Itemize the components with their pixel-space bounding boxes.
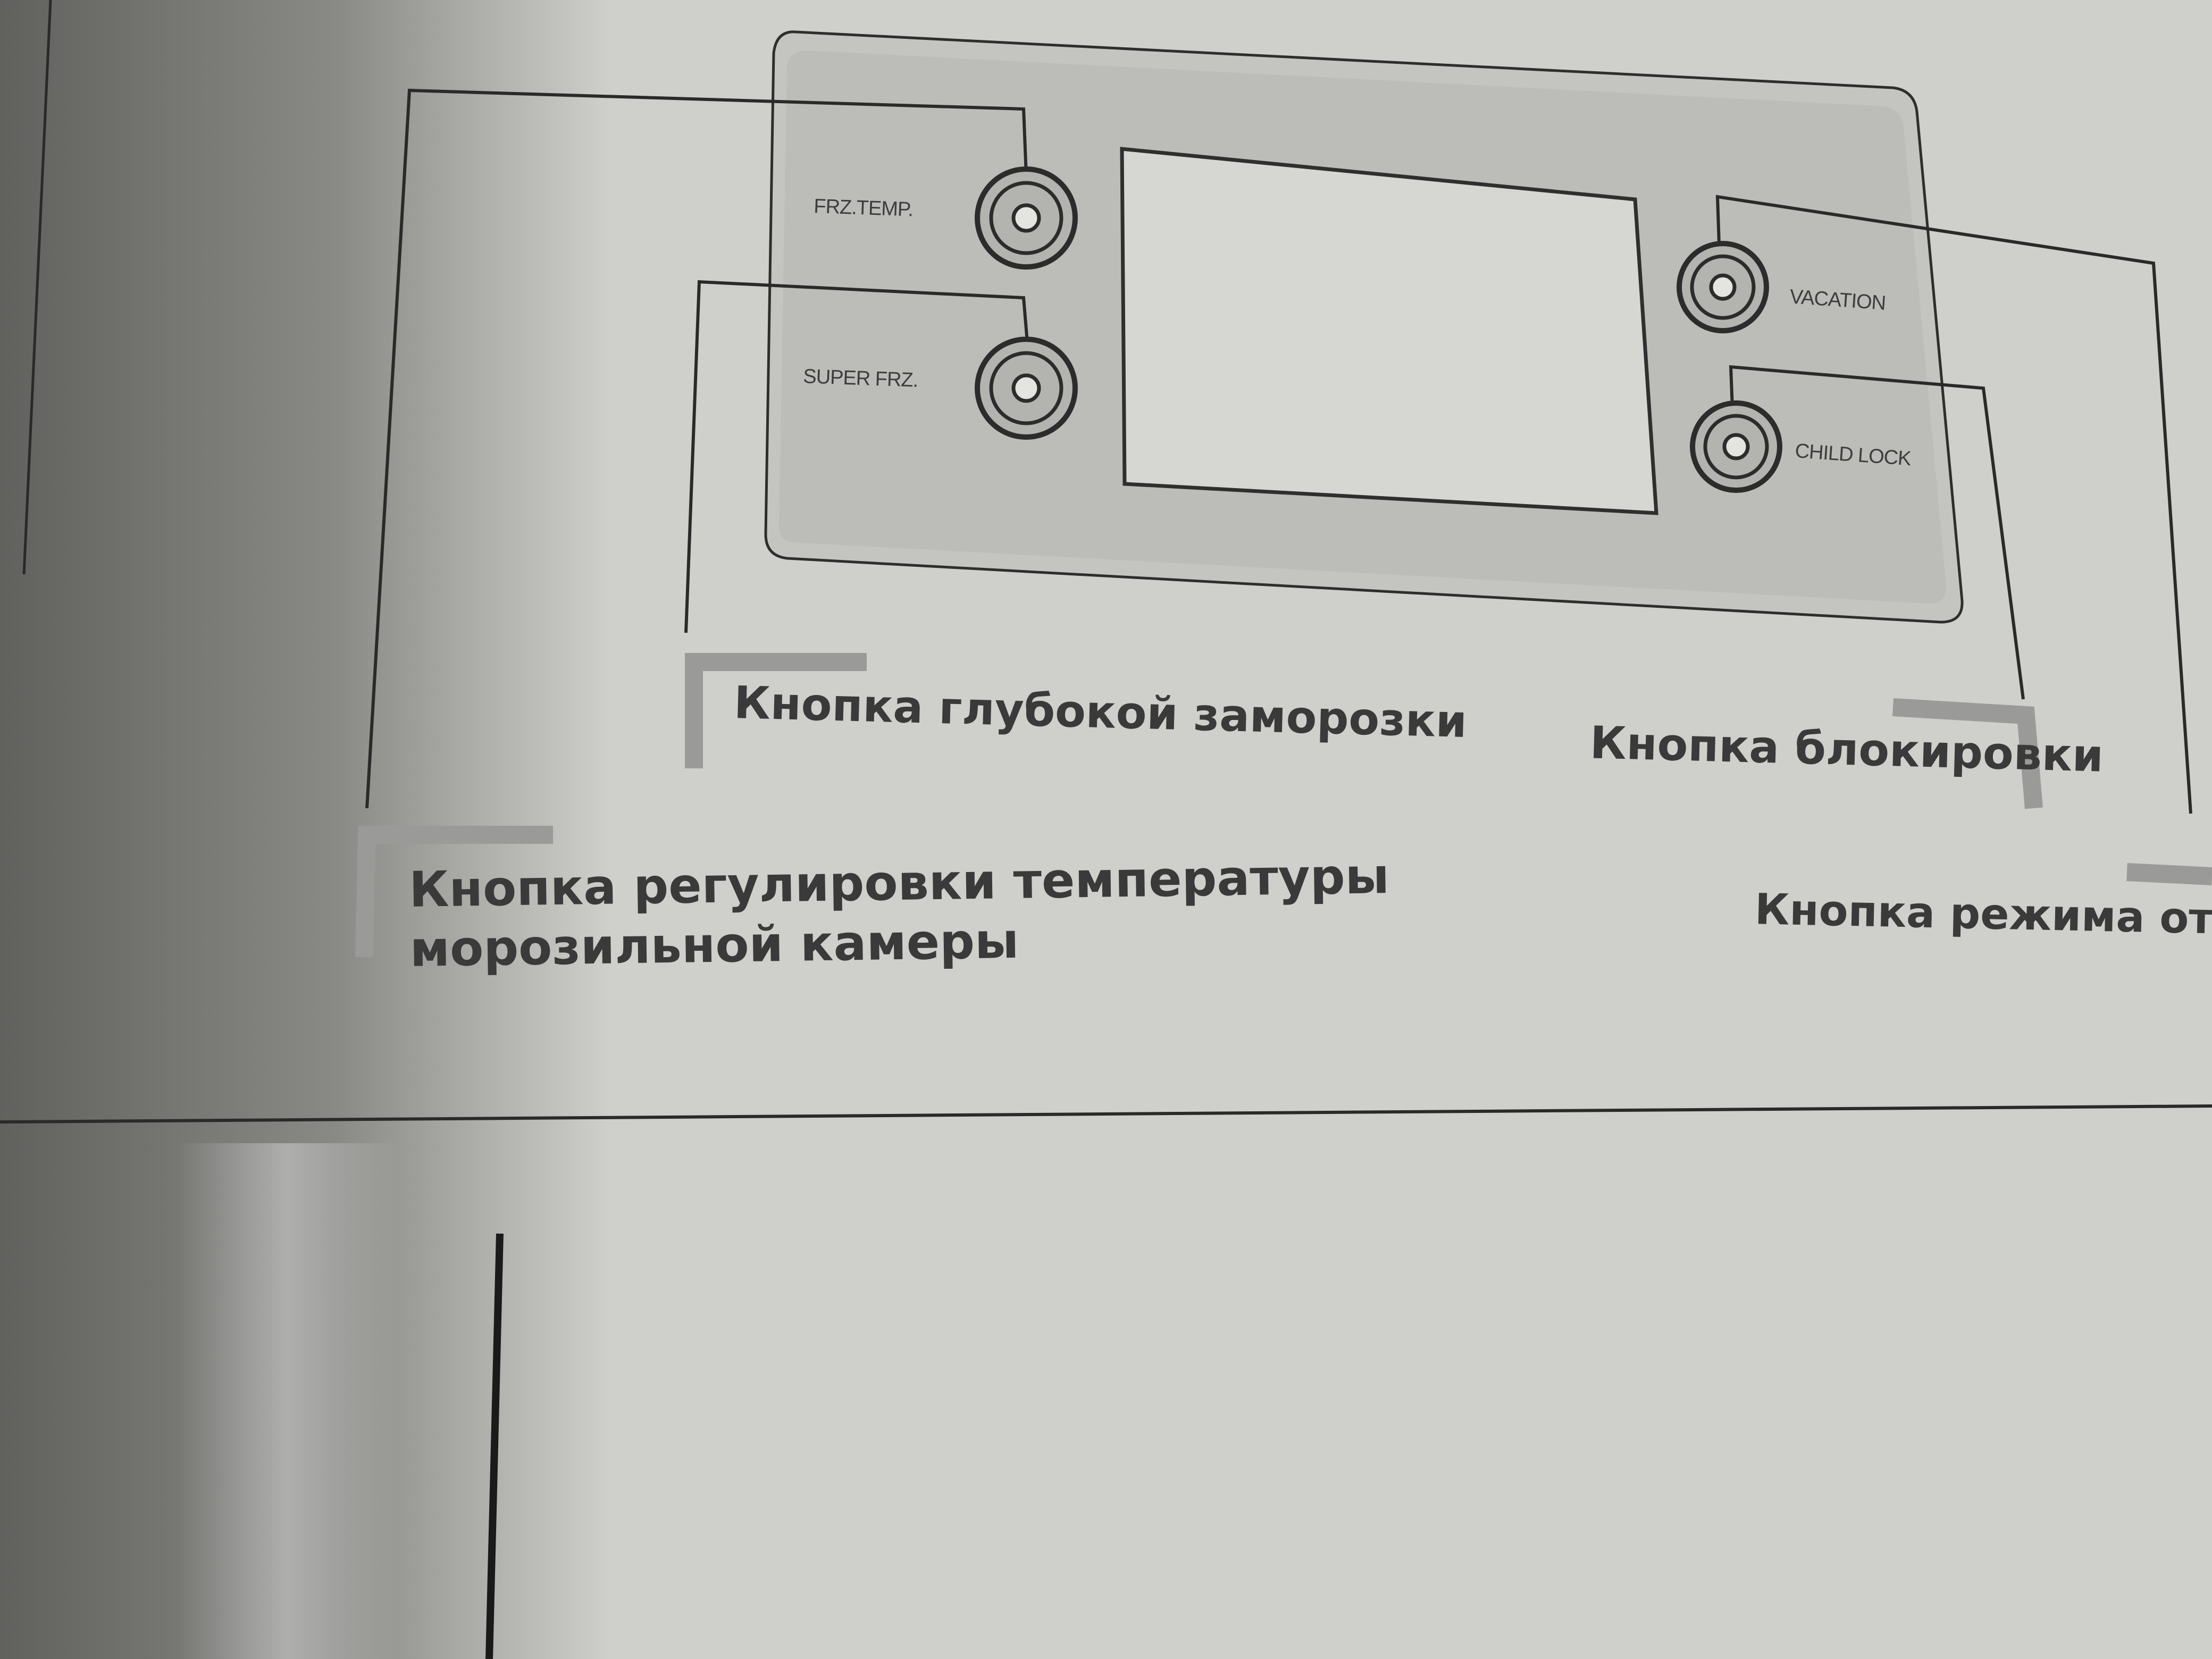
caption-freezer-temp: Кнопка регулировки температуры морозильн… [409, 847, 1391, 979]
bracket-lock [1892, 698, 2043, 809]
super-frz-label: SUPER FRZ. [803, 365, 918, 392]
super-frz-button[interactable] [975, 337, 1078, 440]
column-rule [485, 1233, 504, 1659]
leader-line-super-frz [684, 280, 1030, 633]
bracket-vacation [2126, 863, 2212, 885]
leader-line-vacation [1715, 195, 2192, 814]
display-window [1120, 147, 1658, 515]
frz-temp-label: FRZ.TEMP. [814, 195, 914, 221]
bracket-super-freeze [685, 653, 867, 768]
left-margin-rule [22, 0, 52, 575]
bracket-freezer-temp [355, 826, 553, 958]
light-strip [175, 1143, 399, 1659]
frz-temp-button[interactable] [975, 166, 1078, 270]
leader-line-frz-temp [365, 88, 1028, 809]
page-separator-line [0, 1104, 2212, 1124]
vacation-button[interactable] [1677, 241, 1769, 333]
child-lock-button[interactable] [1690, 400, 1782, 493]
